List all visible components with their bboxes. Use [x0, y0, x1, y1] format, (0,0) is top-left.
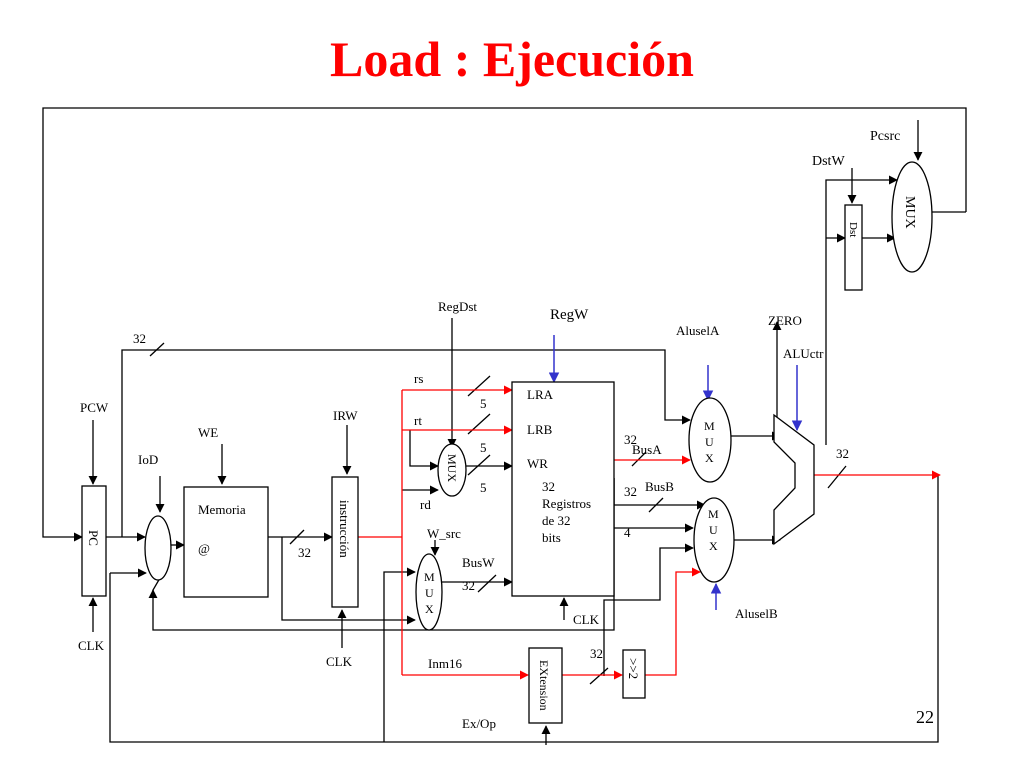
blocks [81, 161, 933, 724]
dst-label: Dst [847, 222, 859, 237]
block-labels: PC Memoria @ instrucción MUX M U X LRA L… [86, 196, 917, 711]
clk-reg-label: CLK [573, 612, 600, 627]
wsrc-mux-m: M [424, 570, 435, 584]
wire-shift-mux [645, 567, 701, 676]
wire-alu-dst [825, 175, 898, 445]
mux-a [688, 397, 732, 483]
control-wires [548, 335, 803, 610]
alu [773, 413, 815, 546]
wsrc-mux [415, 553, 443, 631]
wire-ext-to-mux-b [603, 543, 694, 676]
memoria-addr-label: @ [198, 541, 210, 556]
reg-desc-3: de 32 [542, 513, 571, 528]
width-alu: 32 [836, 446, 849, 461]
iod-label: IoD [138, 452, 158, 467]
bus-rt: rt [414, 413, 422, 428]
pc-register [81, 485, 107, 597]
pcw-label: PCW [80, 400, 109, 415]
page-number: 22 [916, 707, 934, 727]
we-label: WE [198, 425, 218, 440]
wire-rt-mux [409, 430, 439, 471]
width-mem: 32 [298, 545, 311, 560]
pc-label: PC [86, 530, 101, 546]
width-busb: 32 [624, 484, 637, 499]
reg-port-wr: WR [527, 456, 548, 471]
slide-title: Load : Ejecución [330, 31, 694, 87]
width-rt: 5 [480, 440, 487, 455]
mux-a-x: X [705, 451, 714, 465]
regdst-mux [437, 443, 467, 497]
wire-mem-wmux [281, 537, 416, 625]
reg-desc-4: bits [542, 530, 561, 545]
shift-block [622, 649, 646, 699]
irw-label: IRW [333, 408, 358, 423]
bus-busw: BusW [462, 555, 495, 570]
mux-b-x: X [709, 539, 718, 553]
regdst-label: RegDst [438, 299, 477, 314]
register-file [511, 381, 615, 597]
wire-aluout-wmux [383, 567, 416, 742]
dst-register [844, 204, 863, 291]
pcsrc-mux [891, 161, 933, 273]
regw-label: RegW [550, 307, 589, 323]
wire-bottom-loop [109, 475, 939, 743]
mux-a-u: U [705, 435, 714, 449]
extension-label: EXtension [537, 660, 551, 711]
mux-b-u: U [709, 523, 718, 537]
bus-busb: BusB [645, 479, 674, 494]
black-wires [42, 107, 967, 745]
aluctr-label: ALUctr [783, 346, 824, 361]
aluselA-label: AluselA [676, 323, 720, 338]
width-rs: 5 [480, 396, 487, 411]
width-four: 4 [624, 525, 631, 540]
reg-port-lrb: LRB [527, 422, 553, 437]
bus-inm16: Inm16 [428, 656, 462, 671]
wsrc-label: W_src [427, 526, 461, 541]
pcsrc-label: Pcsrc [870, 129, 900, 144]
extension-block [528, 647, 563, 724]
active-wires [358, 385, 941, 680]
ir-register [331, 476, 359, 608]
clk-ir-label: CLK [326, 654, 353, 669]
shift-label: >>2 [626, 658, 641, 679]
reg-desc-2: Registros [542, 496, 591, 511]
bus-labels: rs rt rd Inm16 BusA BusB BusW 32 32 5 5 … [133, 331, 849, 671]
dstw-label: DstW [812, 154, 845, 169]
bus-rs: rs [414, 371, 423, 386]
clk-pc-label: CLK [78, 638, 105, 653]
zero-label: ZERO [768, 313, 802, 328]
bus-rd: rd [420, 497, 431, 512]
width-busw: 32 [462, 578, 475, 593]
signal-labels: PCW CLK IoD WE IRW CLK RegDst RegW W_src… [78, 129, 900, 731]
iod-mux [144, 515, 172, 581]
exop-label: Ex/Op [462, 716, 496, 731]
wire-pc-to-top-bus [121, 349, 691, 537]
bus-busa: BusA [632, 442, 662, 457]
mux-b [693, 497, 735, 583]
width-top: 32 [133, 331, 146, 346]
width-ext: 32 [590, 646, 603, 661]
mux-a-m: M [704, 419, 715, 433]
reg-desc-1: 32 [542, 479, 555, 494]
mux-b-m: M [708, 507, 719, 521]
regdst-mux-label: MUX [445, 454, 459, 482]
memoria-block [183, 486, 269, 598]
wire-pc-feedback [42, 107, 967, 542]
reg-port-lra: LRA [527, 387, 554, 402]
instruccion-label: instrucción [337, 500, 352, 558]
wsrc-mux-u: U [425, 586, 434, 600]
memoria-label: Memoria [198, 502, 246, 517]
pcsrc-mux-label: MUX [902, 196, 917, 229]
wsrc-mux-x: X [425, 602, 434, 616]
width-busa: 32 [624, 432, 637, 447]
aluselB-label: AluselB [735, 606, 778, 621]
width-rd: 5 [480, 480, 487, 495]
